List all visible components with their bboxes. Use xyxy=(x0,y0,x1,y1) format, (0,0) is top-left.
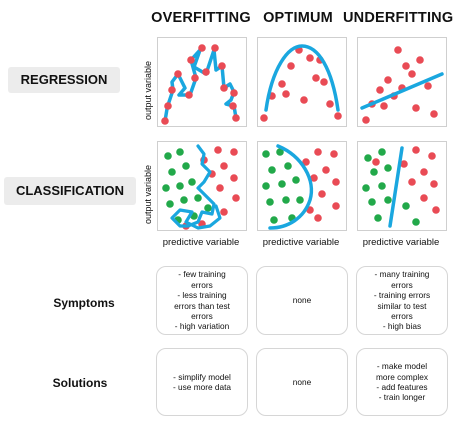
regression-optimum-svg xyxy=(260,44,342,122)
x-axis-label-optimum: predictive variable xyxy=(262,237,340,248)
x-axis-label-overfitting: predictive variable xyxy=(162,237,240,248)
y-axis-label-classification: output variable xyxy=(143,164,153,224)
classification-optimum-plot xyxy=(257,141,347,231)
regression-overfitting-svg xyxy=(161,44,240,125)
symptoms-underfitting-box: - many training errors - training errors… xyxy=(356,266,448,335)
symptoms-optimum-box: none xyxy=(256,266,348,335)
regression-overfitting-plot xyxy=(157,37,247,127)
regression-optimum-plot xyxy=(257,37,347,127)
classification-optimum-svg xyxy=(262,144,340,230)
regression-underfitting-plot xyxy=(357,37,447,127)
fit-line xyxy=(360,72,444,110)
decision-boundary xyxy=(170,144,222,230)
classification-underfitting-plot xyxy=(357,141,447,231)
decision-boundary xyxy=(268,144,314,230)
solutions-underfitting-box: - make model more complex - add features… xyxy=(356,348,448,416)
row-label-regression: REGRESSION xyxy=(8,67,120,93)
symptoms-overfitting-box: - few training errors - less training er… xyxy=(156,266,248,335)
red-points xyxy=(372,146,440,214)
green-points xyxy=(362,148,420,226)
column-header-overfitting: OVERFITTING xyxy=(151,10,251,26)
solutions-overfitting-box: - simplify model - use more data xyxy=(156,348,248,416)
regression-underfitting-svg xyxy=(360,46,444,124)
column-header-optimum: OPTIMUM xyxy=(263,10,333,26)
row-label-symptoms: Symptoms xyxy=(53,296,115,310)
column-header-underfitting: UNDERFITTING xyxy=(343,10,454,26)
decision-boundary xyxy=(388,146,404,228)
red-points xyxy=(302,148,340,222)
row-label-solutions: Solutions xyxy=(52,376,108,390)
green-points xyxy=(162,148,212,224)
y-axis-label-regression: output variable xyxy=(143,60,153,120)
data-points xyxy=(161,44,240,125)
classification-overfitting-svg xyxy=(162,144,240,230)
classification-underfitting-svg xyxy=(362,146,440,228)
green-points xyxy=(262,148,304,224)
classification-overfitting-plot xyxy=(157,141,247,231)
solutions-optimum-box: none xyxy=(256,348,348,416)
fit-curve xyxy=(264,44,340,112)
data-points xyxy=(362,46,438,124)
x-axis-label-underfitting: predictive variable xyxy=(362,237,440,248)
row-label-classification: CLASSIFICATION xyxy=(4,177,136,205)
